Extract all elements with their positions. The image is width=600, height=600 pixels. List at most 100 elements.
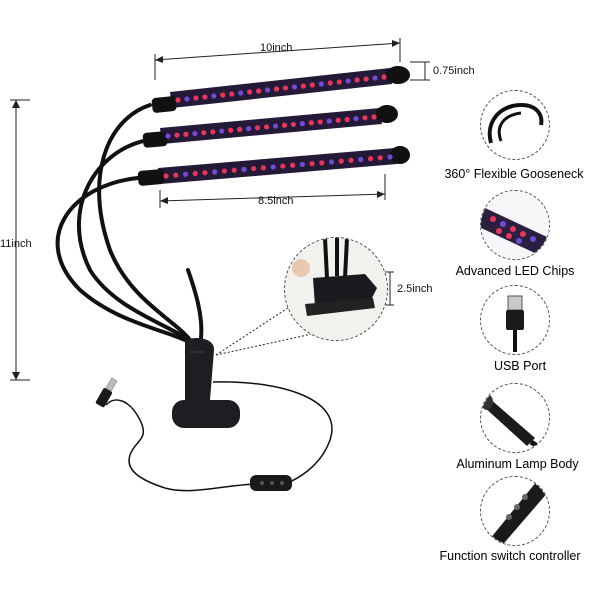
led-chip (309, 82, 315, 88)
usb-port-icon (506, 295, 524, 352)
led-chip (247, 89, 253, 95)
led-chip (173, 172, 179, 178)
led-chip (353, 116, 359, 122)
dimension-arrows (12, 40, 400, 380)
led-chip (228, 127, 234, 133)
led-chip (212, 169, 218, 175)
feature-label-body: Aluminum Lamp Body (456, 457, 579, 471)
led-chip (237, 126, 243, 132)
led-chip (282, 85, 289, 91)
led-chip (251, 165, 257, 172)
goosenecks (55, 103, 204, 347)
clip-detail-circle (284, 237, 388, 341)
controller (250, 475, 292, 491)
diameter-label: 0.75inch (433, 65, 475, 77)
led-chip (344, 116, 350, 123)
feature-label-gooseneck: 360° Flexible Gooseneck (444, 167, 584, 181)
led-chip (254, 125, 261, 131)
led-chip (354, 77, 360, 83)
light-bar-bottom (137, 146, 410, 186)
usb-plug (95, 377, 118, 408)
led-chip (220, 92, 226, 98)
led-chip (263, 124, 270, 130)
lamp-body-icon (481, 394, 549, 452)
feature-circle-gooseneck (480, 90, 550, 160)
led-chip (193, 95, 199, 101)
power-cable (105, 381, 333, 492)
led-chip (202, 170, 208, 176)
led-chip (272, 123, 279, 129)
controller-icon (485, 481, 549, 545)
led-chip (273, 86, 280, 92)
led-chip (238, 90, 244, 96)
led-chip (202, 94, 208, 100)
led-chip (363, 76, 369, 82)
led-chip (184, 96, 190, 102)
clip-detail-icon (285, 238, 387, 340)
led-chip (338, 158, 344, 164)
led-chip (290, 121, 296, 128)
led-chip (246, 125, 252, 132)
led-chip (229, 91, 235, 97)
led-chip (211, 93, 217, 99)
led-chip (381, 74, 387, 80)
led-chip (280, 163, 286, 169)
led-chip (165, 133, 171, 139)
led-chip (299, 121, 305, 127)
led-chip (183, 131, 189, 137)
led-chip (270, 164, 276, 170)
led-chips-icon (481, 191, 549, 259)
led-chip (192, 130, 198, 137)
feature-label-led: Advanced LED Chips (455, 264, 575, 278)
led-chip (362, 115, 368, 121)
light-bar-top (151, 66, 410, 113)
height-label: 11inch (0, 238, 32, 250)
led-chip (281, 122, 288, 128)
feature-circle-controller (480, 476, 550, 546)
clamp-base (172, 338, 240, 428)
feature-circle-led (480, 190, 550, 260)
feature-circle-body (480, 383, 550, 453)
led-chip (299, 161, 305, 168)
led-chip (318, 81, 324, 87)
led-chip (327, 80, 333, 86)
led-chip (290, 162, 296, 168)
led-chips (163, 74, 393, 179)
led-chip (174, 132, 180, 138)
led-chip (175, 97, 181, 103)
led-chip (335, 117, 341, 123)
light-bar-middle (142, 105, 398, 148)
led-chip (319, 160, 325, 166)
led-chip (367, 156, 374, 162)
led-chip (336, 79, 342, 85)
led-chip (328, 159, 335, 165)
feature-label-controller: Function switch controller (439, 549, 581, 563)
led-chip (210, 129, 216, 135)
gooseneck-icon (487, 102, 544, 144)
led-chip (264, 87, 271, 93)
led-chip (309, 161, 315, 167)
led-chip (358, 156, 364, 163)
led-chip (221, 168, 228, 174)
feature-label-usb: USB Port (493, 359, 547, 373)
led-chip (345, 78, 351, 84)
led-chip (231, 167, 237, 173)
led-chip (219, 128, 225, 134)
led-chip (300, 83, 306, 89)
led-chip (372, 75, 378, 81)
clip-label: 2.5inch (397, 283, 433, 295)
led-chip (348, 157, 354, 163)
led-chip (326, 118, 332, 124)
feature-circle-usb (480, 285, 550, 355)
led-chip (317, 119, 323, 125)
led-chip (371, 114, 377, 120)
led-chip (192, 170, 198, 177)
led-chip (182, 171, 189, 177)
led-chip (163, 173, 169, 179)
led-chip (201, 130, 207, 136)
led-chip (241, 166, 247, 172)
led-chip (387, 154, 393, 160)
led-chip (260, 165, 266, 171)
